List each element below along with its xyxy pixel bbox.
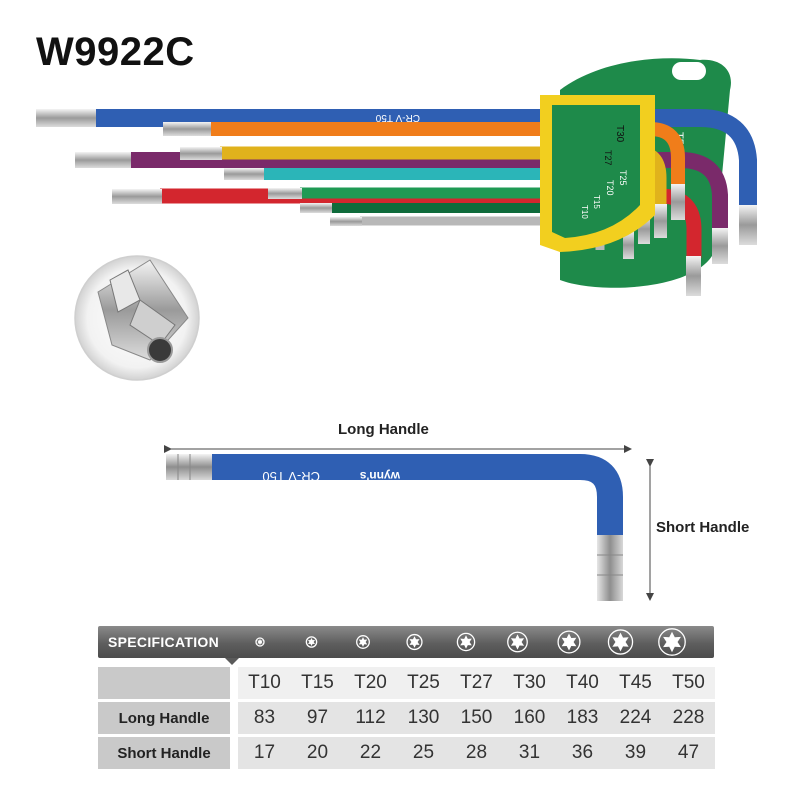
short-handle-cell: 20 — [291, 737, 344, 769]
torx-size-icon — [255, 637, 265, 647]
hex-key-set-illustration: T50 T — [36, 58, 757, 381]
size-row-header — [98, 667, 230, 699]
short-handle-cell: 28 — [450, 737, 503, 769]
holder-size-t15: T15 — [592, 195, 601, 209]
long-handle-cell: 228 — [662, 702, 715, 734]
size-cell: T25 — [397, 667, 450, 699]
torx-size-icon — [406, 633, 423, 651]
torx-tip-zoom — [74, 255, 200, 381]
short-handle-row-label: Short Handle — [98, 737, 230, 769]
holder-size-t20: T20 — [605, 180, 615, 196]
diagram-key-brand: wynn's — [359, 469, 401, 483]
torx-star-icon — [460, 635, 472, 649]
size-cell: T40 — [556, 667, 609, 699]
short-handle-cell: 31 — [503, 737, 556, 769]
short-handle-row: Short Handle 17 20 22 25 28 31 36 39 47 — [98, 737, 715, 769]
short-handle-cell: 17 — [238, 737, 291, 769]
size-cell: T27 — [450, 667, 503, 699]
long-handle-cell: 97 — [291, 702, 344, 734]
blue-key-body — [210, 454, 623, 537]
diagram-key-engraving: CR-V T50 — [262, 469, 320, 484]
top-key-engraving: CR-V T50 — [375, 112, 420, 123]
torx-star-icon — [510, 634, 525, 650]
torx-star-icon — [409, 636, 420, 648]
specification-table: T10 T15 T20 T25 T27 T30 T40 T45 T50 Long… — [98, 664, 715, 772]
key-blue — [36, 109, 757, 245]
specification-notch — [225, 658, 239, 665]
torx-star-icon — [358, 637, 368, 647]
torx-star-icon — [561, 633, 577, 651]
short-handle-cell: 47 — [662, 737, 715, 769]
holder-size-t10: T10 — [580, 205, 589, 219]
long-handle-cell: 130 — [397, 702, 450, 734]
size-cell: T30 — [503, 667, 556, 699]
long-handle-row: Long Handle 83 97 112 130 150 160 183 22… — [98, 702, 715, 734]
long-handle-cell: 150 — [450, 702, 503, 734]
product-model-title: W9922C — [36, 30, 195, 74]
size-cell: T45 — [609, 667, 662, 699]
torx-size-icon — [607, 629, 634, 655]
long-handle-row-label: Long Handle — [98, 702, 230, 734]
size-cell: T20 — [344, 667, 397, 699]
torx-size-icon — [456, 632, 476, 652]
holder-size-t25: T25 — [618, 170, 628, 186]
long-handle-cell: 160 — [503, 702, 556, 734]
short-handle-cell: 25 — [397, 737, 450, 769]
specification-title: SPECIFICATION — [108, 634, 219, 650]
torx-size-icon — [507, 631, 528, 653]
torx-size-icon — [557, 630, 581, 654]
holder-size-t30: T30 — [614, 125, 625, 143]
specification-header-bar: SPECIFICATION — [98, 626, 714, 658]
torx-size-icons — [255, 628, 686, 656]
torx-star-icon — [257, 638, 263, 646]
torx-size-icon — [658, 628, 686, 656]
torx-star-icon — [663, 631, 681, 653]
short-handle-label: Short Handle — [656, 519, 750, 536]
holder-hang-hole — [672, 62, 706, 80]
long-handle-cell: 183 — [556, 702, 609, 734]
key-long-tip — [166, 454, 212, 480]
size-row: T10 T15 T20 T25 T27 T30 T40 T45 T50 — [98, 667, 715, 699]
torx-size-icon — [356, 635, 370, 649]
size-cell: T10 — [238, 667, 291, 699]
short-handle-cell: 22 — [344, 737, 397, 769]
torx-star-icon — [612, 632, 629, 652]
short-handle-cell: 39 — [609, 737, 662, 769]
long-handle-cell: 83 — [238, 702, 291, 734]
long-handle-label: Long Handle — [338, 421, 429, 438]
dimension-diagram: CR-V T50 wynn's — [164, 445, 654, 601]
holder-size-t27: T27 — [603, 150, 613, 166]
size-cell: T50 — [662, 667, 715, 699]
torx-star-icon — [308, 637, 315, 647]
key-short-tip — [597, 535, 623, 601]
long-handle-cell: 224 — [609, 702, 662, 734]
long-handle-cell: 112 — [344, 702, 397, 734]
size-cell: T15 — [291, 667, 344, 699]
torx-size-icon — [305, 636, 318, 648]
short-handle-cell: 36 — [556, 737, 609, 769]
holder-front-green — [552, 105, 640, 238]
